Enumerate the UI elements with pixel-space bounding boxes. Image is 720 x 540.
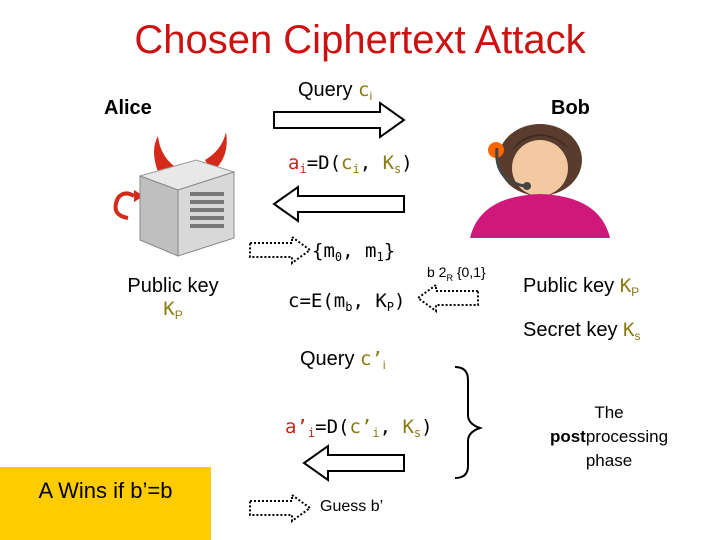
ciphertext-label: c=E(mb, KP) xyxy=(288,290,406,314)
cipher-dotted-arrow xyxy=(416,283,479,313)
slide-title: Chosen Ciphertext Attack xyxy=(134,18,586,62)
brace-icon xyxy=(454,366,484,479)
answer-arrow-left xyxy=(272,185,405,223)
guess-label: Guess b’ xyxy=(320,498,384,515)
query2-label: Query c’i xyxy=(300,348,386,372)
messages-label: {m0, m1} xyxy=(312,240,396,264)
bob-public-key: Public key KP xyxy=(523,275,640,299)
random-bit-label: b 2R {0,1} xyxy=(427,264,486,283)
answer1-label: ai=D(ci, Ks) xyxy=(288,152,413,176)
alice-label: Alice xyxy=(104,97,152,119)
answer2-arrow-left xyxy=(302,444,405,482)
postprocessing-label: The postprocessing phase xyxy=(549,403,669,470)
devil-server-icon xyxy=(113,132,236,257)
guess-dotted-arrow xyxy=(249,493,312,523)
bob-secret-key: Secret key Ks xyxy=(523,319,641,343)
query1-label: Query ci xyxy=(298,79,373,103)
messages-dotted-arrow xyxy=(249,235,312,265)
alice-public-key: Public key KP xyxy=(127,275,219,322)
query-arrow-right xyxy=(273,101,406,139)
bob-headset-icon xyxy=(470,124,610,238)
win-condition-text: A Wins if b’=b xyxy=(38,478,173,503)
answer2-label: a’i=D(c’i, Ks) xyxy=(285,416,433,440)
bob-label: Bob xyxy=(551,97,590,119)
win-condition-box xyxy=(0,467,211,540)
